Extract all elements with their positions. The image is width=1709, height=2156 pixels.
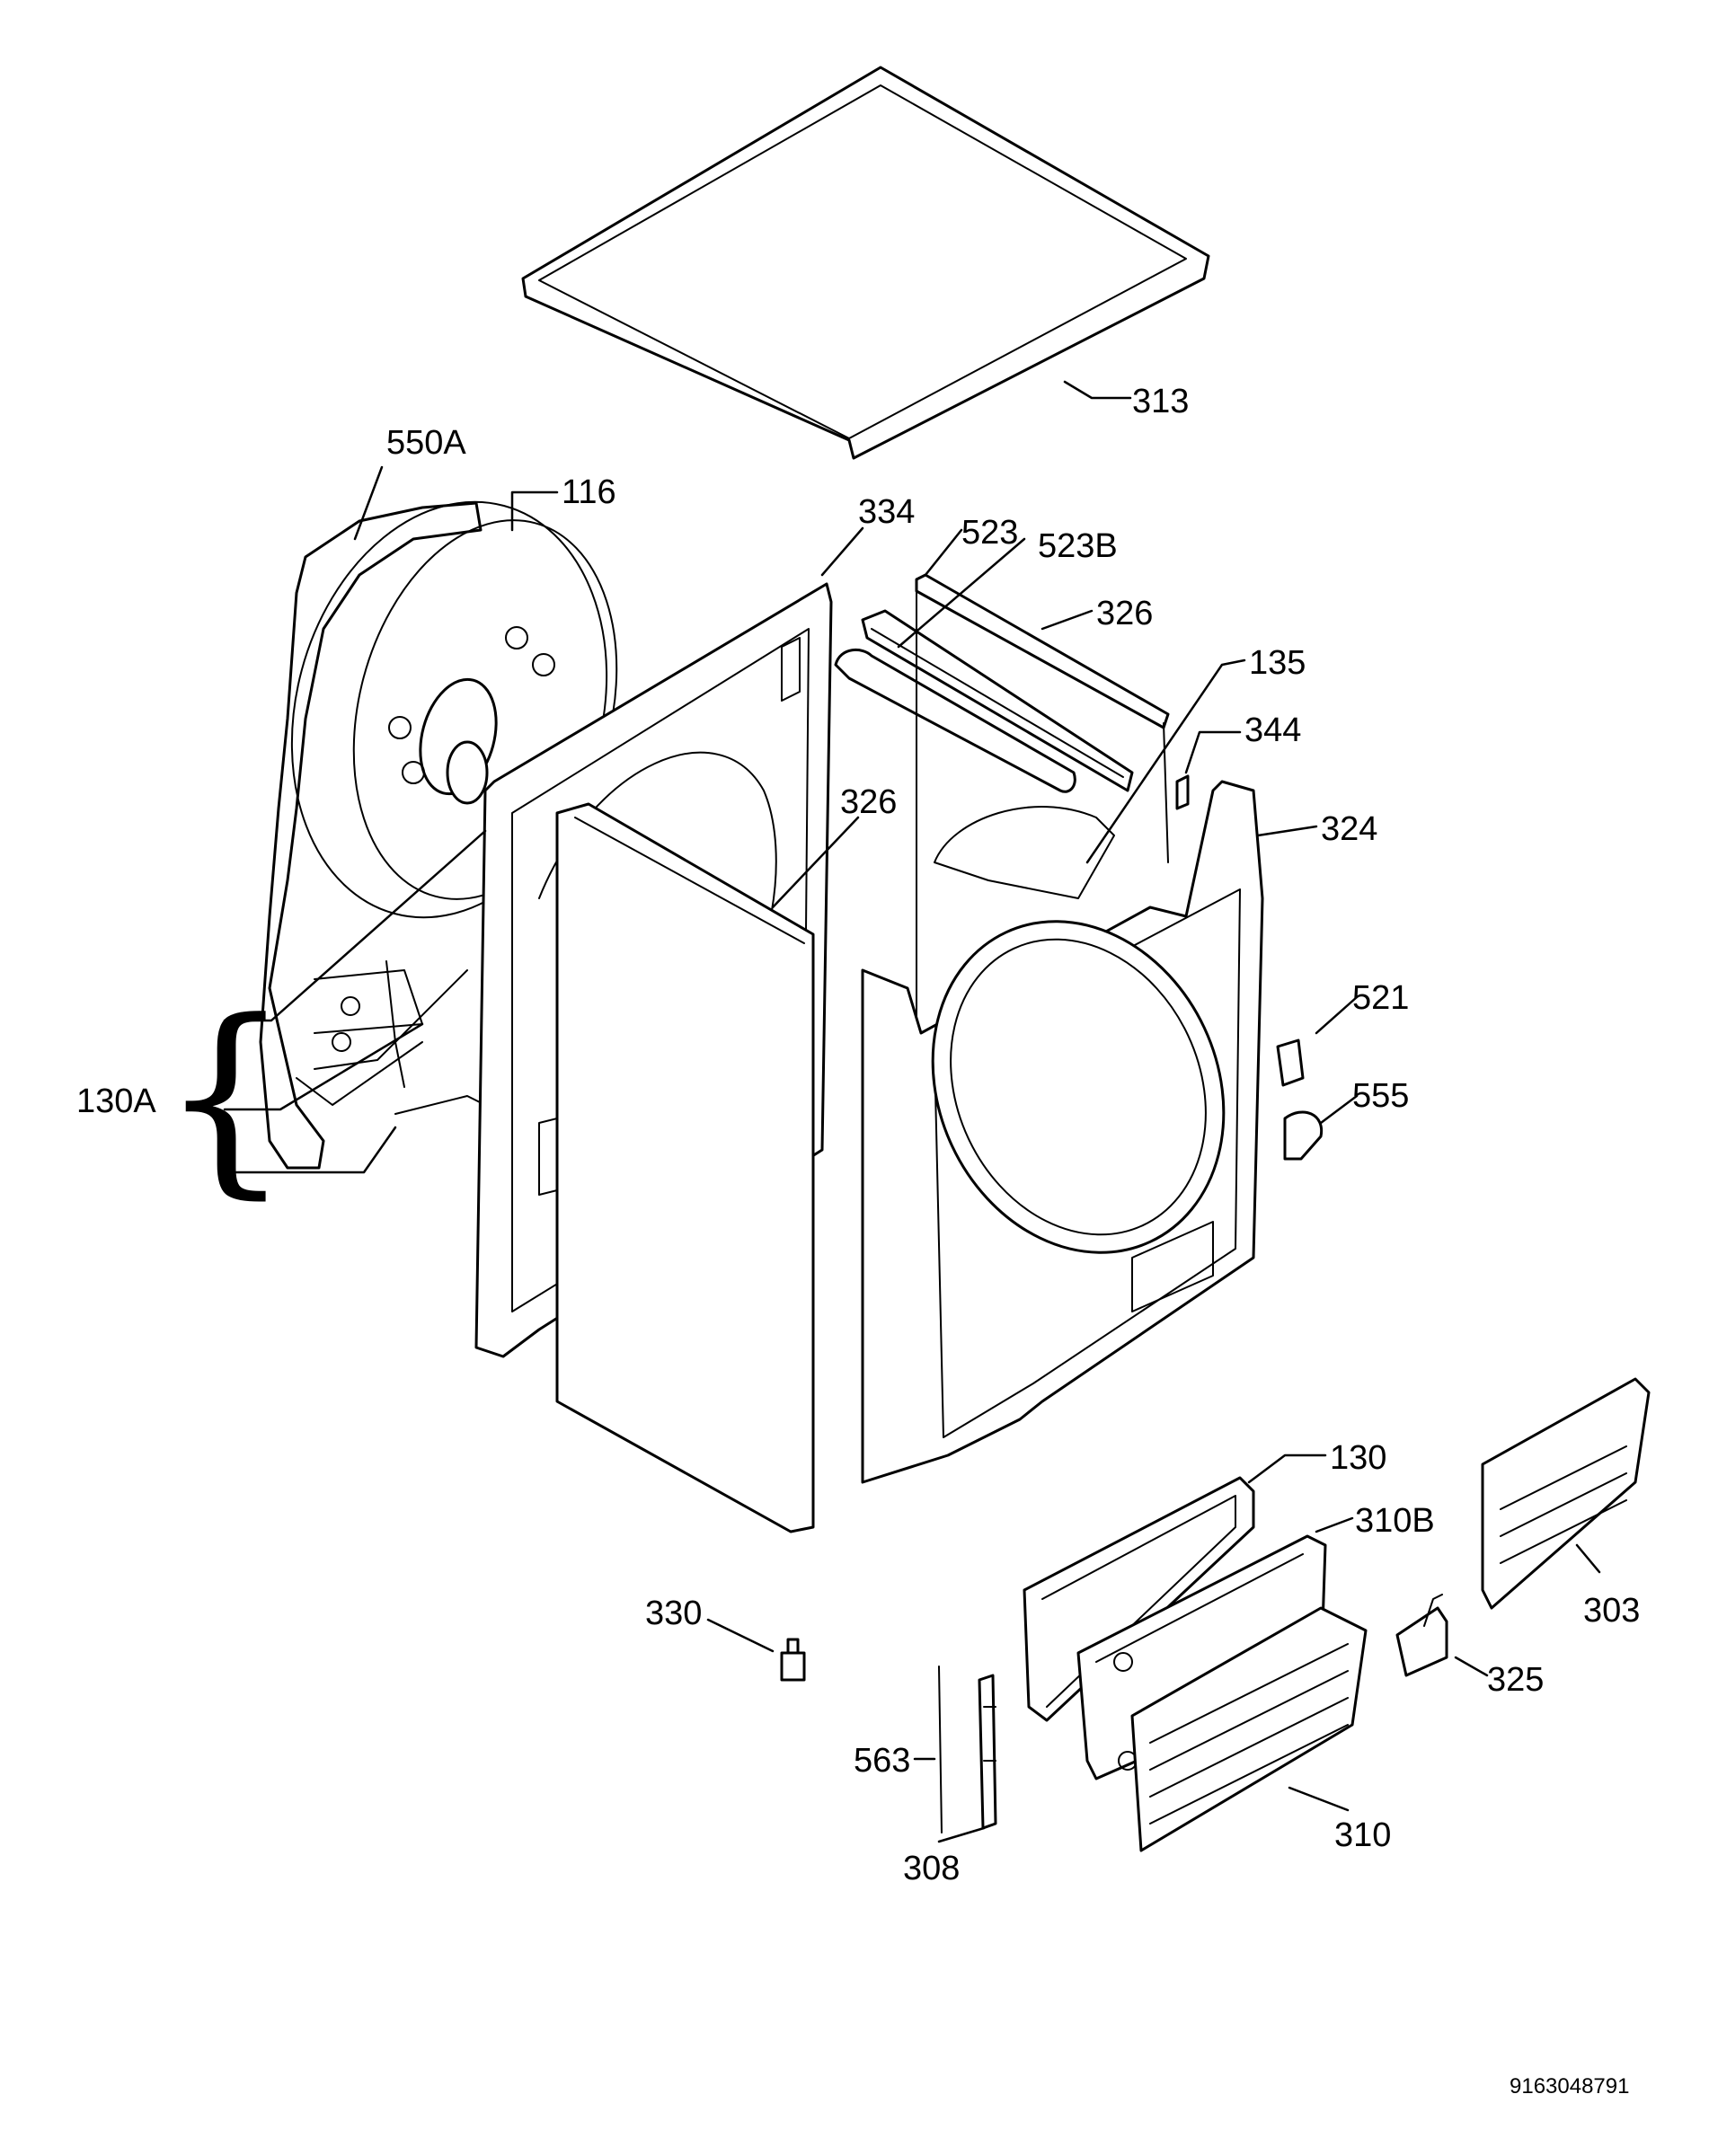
callout-521: 521	[1352, 979, 1409, 1017]
leader-130	[1247, 1454, 1327, 1484]
front-panel-part	[861, 780, 1264, 1484]
callout-308: 308	[903, 1850, 960, 1887]
leader-523	[924, 528, 963, 577]
rod-part	[938, 1666, 943, 1833]
callout-130a-brace: {	[160, 977, 291, 1217]
leader-325	[1454, 1656, 1489, 1677]
callout-325: 325	[1487, 1661, 1544, 1699]
callout-326-mid: 326	[840, 783, 897, 821]
leader-555	[1319, 1094, 1359, 1125]
callout-555: 555	[1352, 1077, 1409, 1115]
document-number: 9163048791	[1510, 2074, 1629, 2099]
callout-330: 330	[645, 1595, 702, 1632]
callout-130a: 130A	[76, 1082, 156, 1120]
callout-310b: 310B	[1355, 1502, 1435, 1540]
callout-563: 563	[854, 1742, 910, 1780]
front-flap-part	[1130, 1606, 1368, 1852]
leader-130a-1	[223, 829, 487, 1022]
callout-550a: 550A	[386, 424, 466, 462]
callout-130: 130	[1330, 1439, 1386, 1477]
hinge-part	[1395, 1594, 1448, 1677]
callout-326-top: 326	[1096, 595, 1153, 632]
button-cap-part	[1283, 1110, 1324, 1161]
leader-523b	[897, 537, 1026, 649]
leader-310	[1288, 1786, 1350, 1812]
callout-344: 344	[1244, 711, 1301, 749]
callout-523b: 523B	[1038, 527, 1118, 565]
leader-116	[510, 490, 559, 532]
top-rail-part	[834, 573, 1170, 1142]
leader-334	[820, 526, 864, 577]
cover-cap-part	[1276, 1038, 1305, 1087]
top-cover-part	[521, 66, 1210, 460]
leader-324	[1256, 825, 1318, 837]
leader-550a	[353, 465, 384, 541]
callout-310: 310	[1334, 1816, 1391, 1854]
callout-303: 303	[1583, 1592, 1640, 1630]
leader-303	[1575, 1543, 1601, 1574]
leader-310b	[1315, 1516, 1354, 1533]
callout-324: 324	[1321, 810, 1377, 848]
callout-313: 313	[1132, 383, 1189, 420]
side-cover-panel-part	[555, 802, 815, 1533]
leader-308	[937, 1826, 986, 1843]
leader-130a-2	[223, 1022, 424, 1111]
leader-130a-3	[223, 1126, 397, 1174]
callout-334: 334	[858, 493, 915, 531]
leader-326-top	[1040, 609, 1094, 631]
leader-135	[1085, 658, 1246, 864]
leader-326-mid	[771, 816, 860, 909]
leader-344	[1184, 730, 1242, 774]
leader-313	[1063, 380, 1132, 400]
callout-116: 116	[562, 473, 616, 511]
leader-521	[1315, 995, 1359, 1035]
clip-part	[1175, 774, 1190, 810]
callout-523: 523	[961, 514, 1018, 552]
bracket-part	[978, 1674, 997, 1830]
rear-fan-assembly-part	[259, 500, 618, 1170]
adjustable-foot-part	[780, 1638, 806, 1682]
side-flap-part	[1481, 1377, 1651, 1610]
leader-330	[706, 1618, 775, 1653]
callout-135: 135	[1249, 644, 1306, 682]
